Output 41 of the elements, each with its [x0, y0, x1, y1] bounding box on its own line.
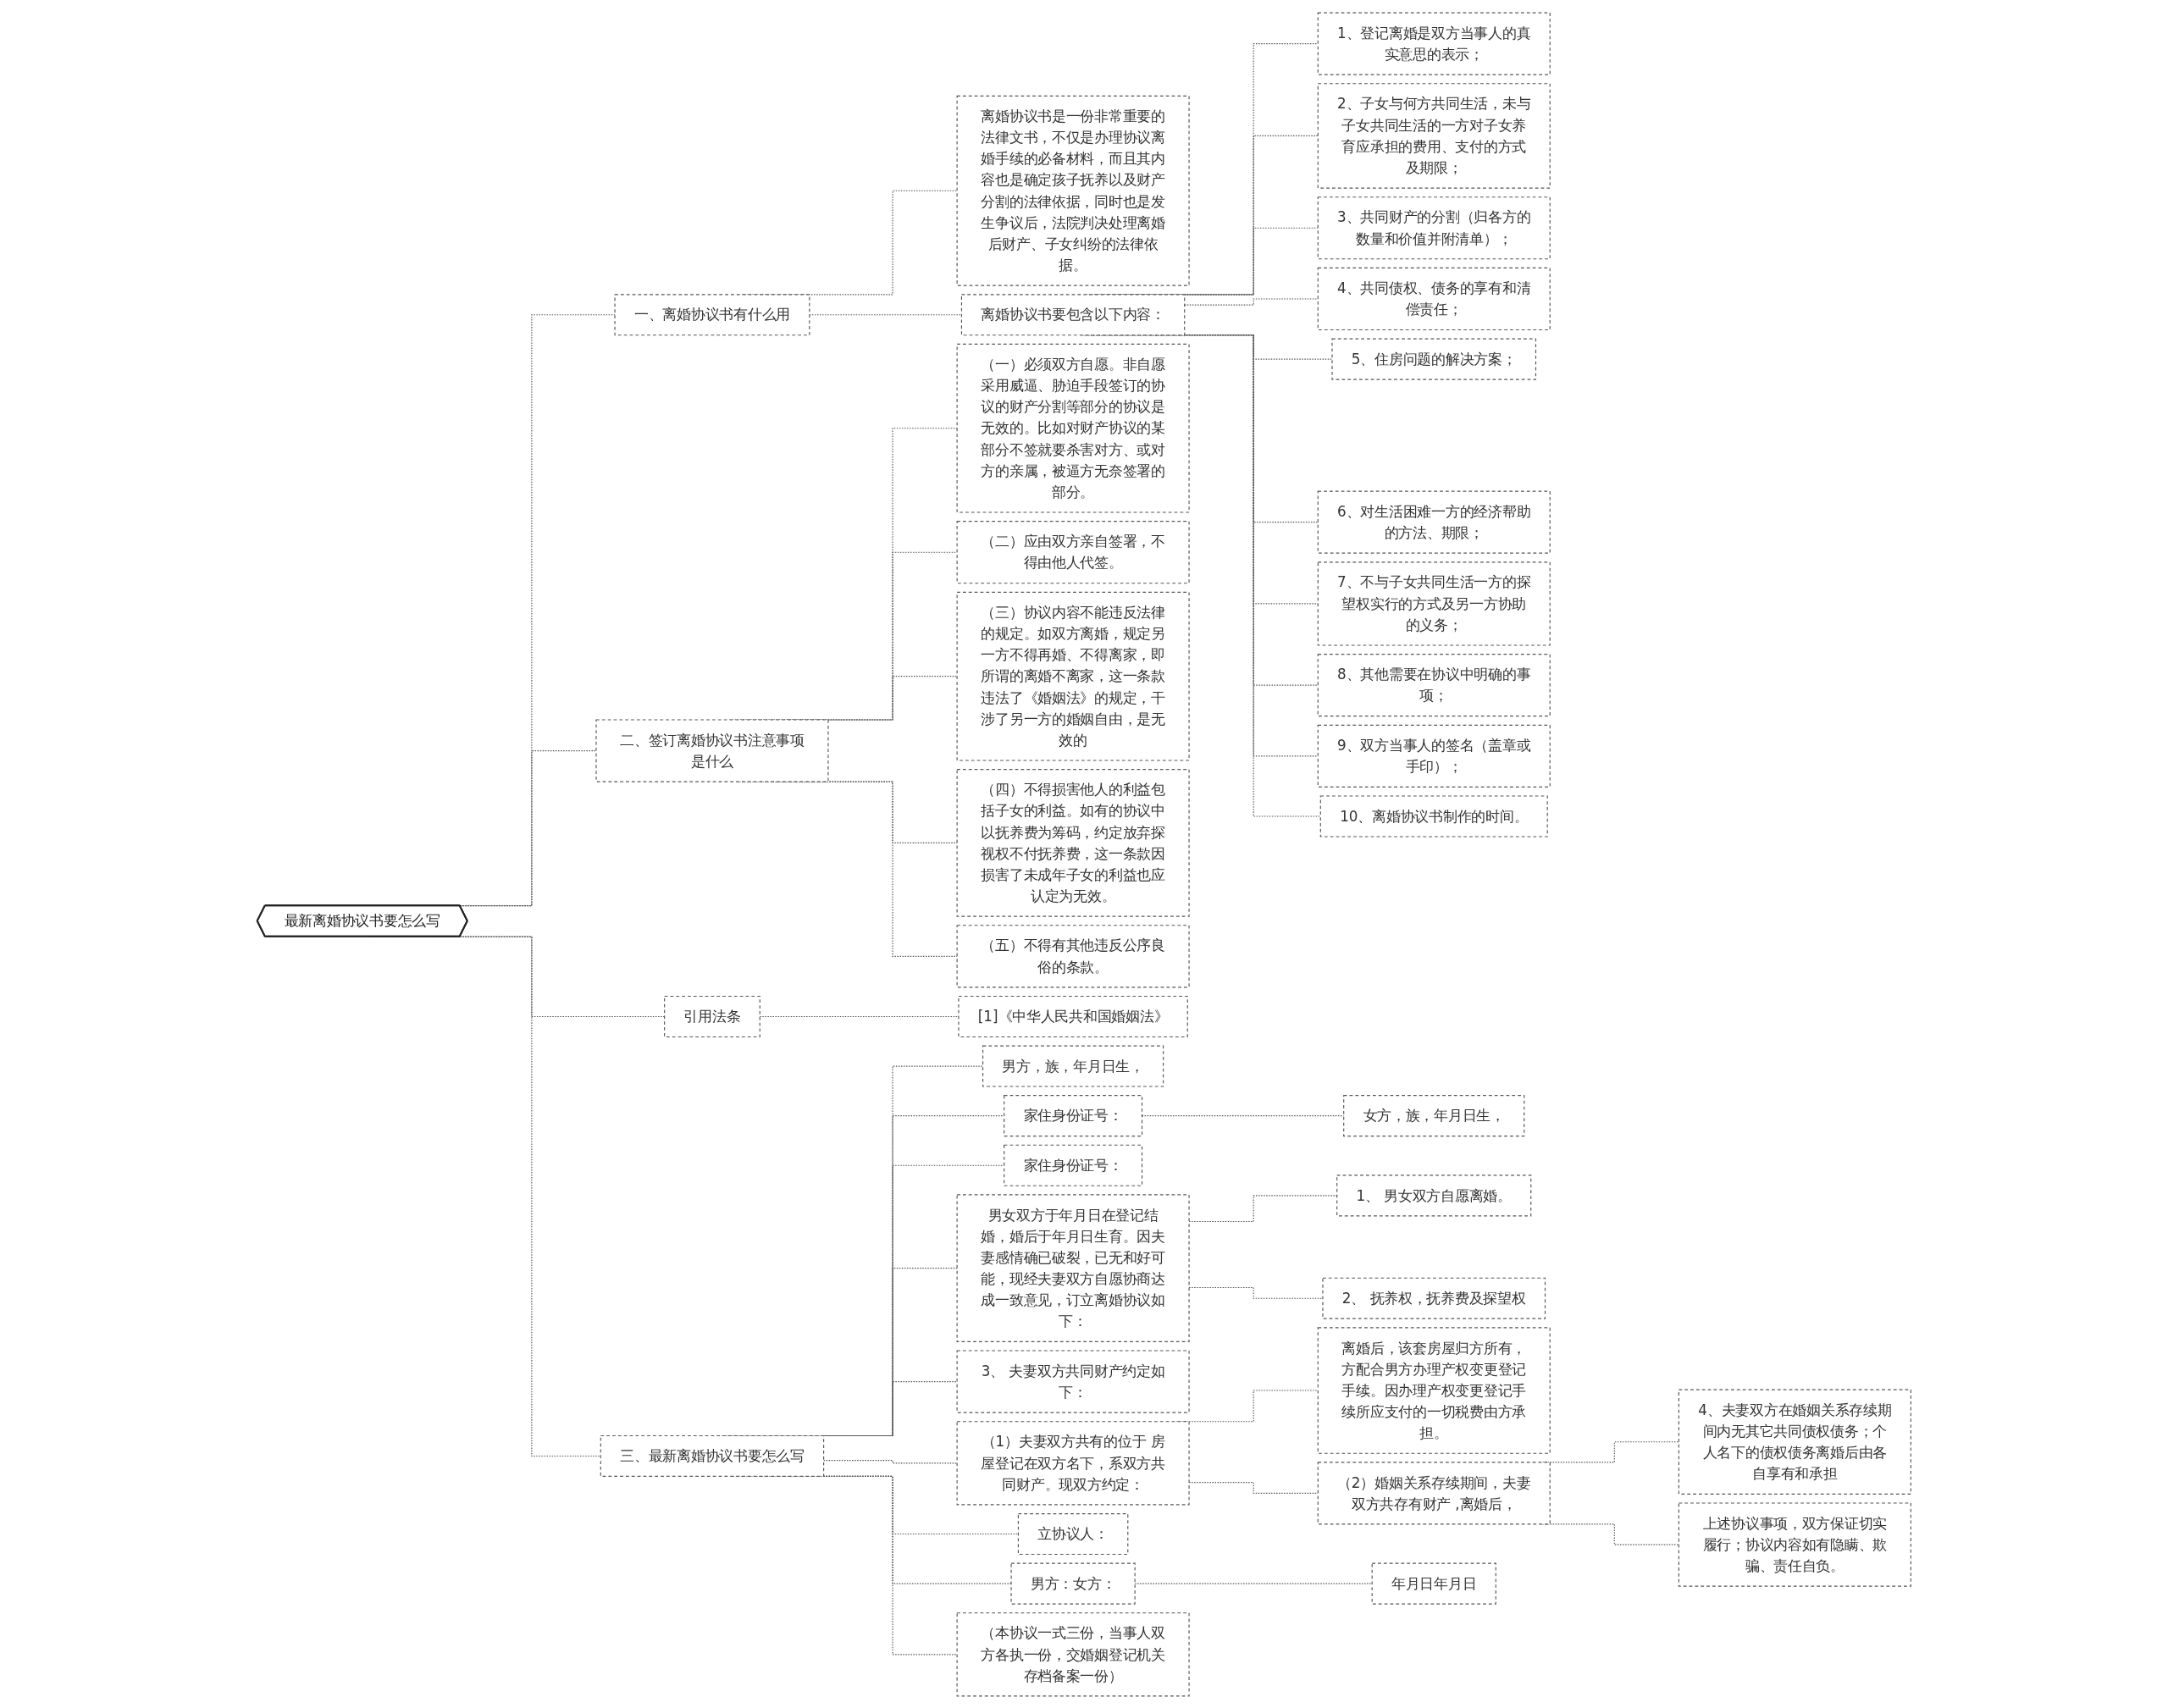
node-box: 一、离婚协议书有什么用: [614, 293, 810, 335]
node-box: 7、不与子女共同生活一方的探望权实行的方式及另一方协助的义务；: [1317, 561, 1551, 646]
node-box: [1]《中华人民共和国婚姻法》: [958, 995, 1188, 1037]
node-box: （四）不得损害他人的利益包括子女的利益。如有的协议中以抚养费为筹码，约定放弃探视权不付抚养费，这一条款因损害了未成年子女的利益也应认定为无效。: [956, 768, 1190, 917]
node-box: 二、签订离婚协议书注意事项是什么: [595, 718, 829, 782]
node-box: 8、其他需要在协议中明确的事项；: [1317, 653, 1551, 716]
node-box: 4、夫妻双方在婚姻关系存续期间内无其它共同债权债务；个人名下的债权债务离婚后由各自享有和承担: [1678, 1389, 1911, 1495]
node-box: 男女双方于年月日在登记结婚，婚后于年月日生育。因夫妻感情确已破裂，已无和好可能，现经夫妻双方自愿协商达成一致意见，订立离婚协议如下：: [956, 1193, 1190, 1342]
node-box: （二）应由双方亲自签署，不得由他人代签。: [956, 520, 1190, 583]
node-box: 离婚协议书要包含以下内容：: [960, 293, 1186, 335]
node-box: 5、住房问题的解决方案；: [1331, 338, 1537, 380]
node-box: 2、 抚养权，抚养费及探望权: [1322, 1277, 1546, 1319]
node-box: 3、 夫妻双方共同财产约定如下：: [956, 1349, 1190, 1413]
node-box: 1、 男女双方自愿离婚。: [1336, 1174, 1532, 1216]
node-box: （三）协议内容不能违反法律的规定。如双方离婚，规定另一方不得再婚、不得离家，即所谓的离婚不离家，这一条款违法了《婚姻法》的规定，干涉了另一方的婚姻自由，是无效的: [956, 591, 1190, 761]
connector: [809, 313, 962, 315]
node-box: 离婚协议书是一份非常重要的法律文书，不仅是办理协议离婚手续的必备材料，而且其内容也是确定孩子抚养以及财产分割的法律依据，同时也是发生争议后，法院判决处理离婚后财产、子女纠纷的法律依据。: [956, 95, 1190, 286]
node-box: （1）夫妻双方共有的位于 房屋登记在双方名下，系双方共同财产。现双方约定：: [956, 1420, 1190, 1505]
node-box: 家住身份证号：: [1004, 1144, 1143, 1186]
node-box: 4、共同债权、债务的享有和清偿责任；: [1317, 267, 1551, 330]
node-box: 2、子女与何方共同生活，未与子女共同生活的一方对子女养育应承担的费用、支付的方式及期限；: [1317, 82, 1551, 189]
node-box: 家住身份证号：: [1004, 1094, 1143, 1136]
node-box: 9、双方当事人的签名（盖章或手印）；: [1317, 724, 1551, 788]
node-box: 6、对生活困难一方的经济帮助的方法、期限；: [1317, 490, 1551, 554]
node-box: 男方，族，年月日生，: [982, 1045, 1164, 1087]
node-box: 男方：女方：: [1010, 1562, 1136, 1605]
node-box: 女方，族，年月日生，: [1343, 1094, 1525, 1136]
node-box: （2）婚姻关系存续期间，夫妻双方共存有财产 ,离婚后，: [1317, 1461, 1551, 1524]
connector: [1184, 297, 1319, 306]
node-box: 上述协议事项，双方保证切实履行；协议内容如有隐瞒、欺骗、责任自负。: [1678, 1501, 1911, 1587]
node-box: 离婚后，该套房屋归方所有，方配合男方办理产权变更登记手续。因办理产权变更登记手续所应支付的一切税费由方承担。: [1317, 1326, 1551, 1454]
node-box: 3、共同财产的分割（归各方的数量和价值并附清单）；: [1317, 196, 1551, 259]
node-box: 年月日年月日: [1371, 1562, 1496, 1605]
node-box: （一）必须双方自愿。非自愿采用威逼、胁迫手段签订的协议的财产分割等部分的协议是无效的。比如对财产协议的某部分不签就要杀害对方、或对方的亲属，被逼方无奈签署的部分。: [956, 343, 1190, 513]
node-box: 引用法条: [664, 995, 760, 1037]
node-box: （五）不得有其他违反公序良俗的条款。: [956, 924, 1190, 987]
node-box: （本协议一式三份，当事人双方各执一份，交婚姻登记机关存档备案一份）: [956, 1611, 1190, 1696]
node-box: 三、最新离婚协议书要怎么写: [600, 1434, 825, 1477]
node-box: 10、离婚协议书制作的时间。: [1319, 794, 1548, 837]
node-box: 立协议人：: [1017, 1512, 1129, 1555]
node-box: 1、登记离婚是双方当事人的真实意思的表示；: [1317, 12, 1551, 75]
